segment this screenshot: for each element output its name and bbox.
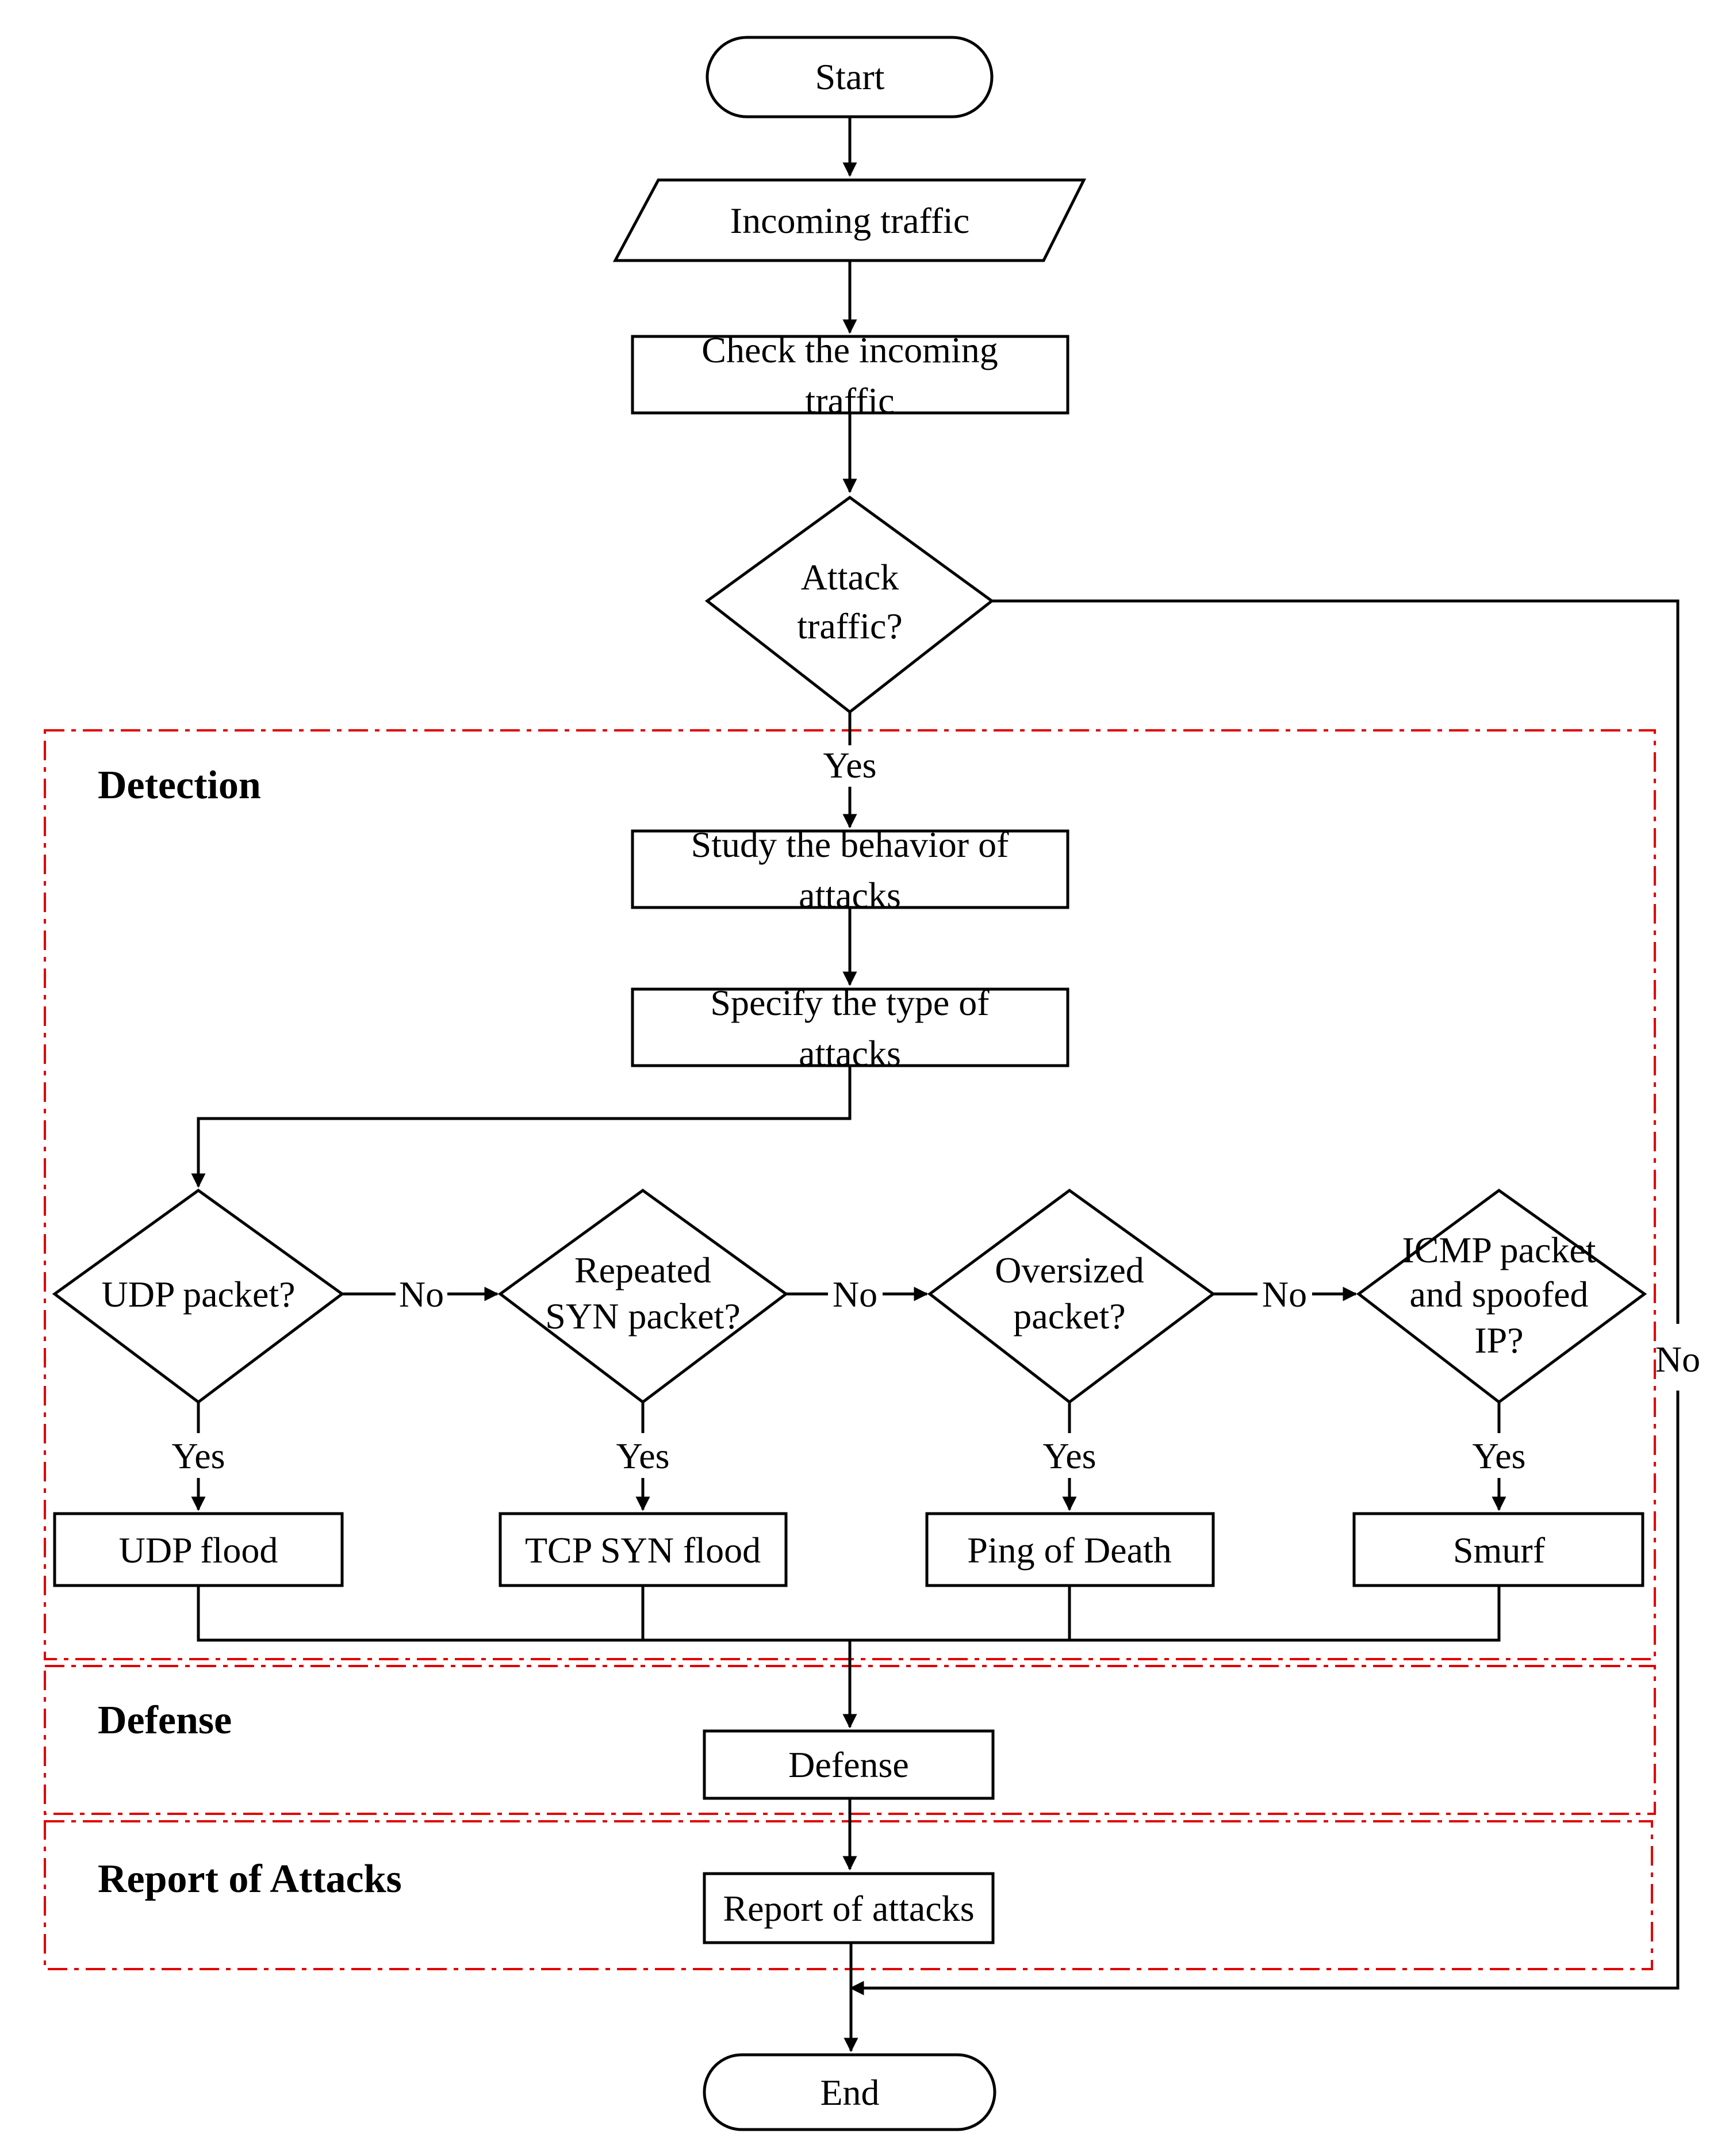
specify-type-label-2: attacks	[799, 1033, 901, 1074]
smurf-node	[1352, 1512, 1644, 1587]
oversized-packet-label-2: packet?	[1013, 1296, 1125, 1337]
syn-no-label: No	[833, 1274, 877, 1315]
report-label: Report of attacks	[723, 1888, 974, 1929]
attack-yes-label: Yes	[823, 745, 876, 786]
specify-type-node	[631, 987, 1069, 1067]
edge-specify-udp	[191, 1065, 852, 1188]
edges	[191, 117, 1680, 2052]
end-label: End	[820, 2072, 879, 2113]
oversized-packet-label-1: Oversized	[995, 1250, 1144, 1290]
syn-yes-label: Yes	[616, 1435, 669, 1476]
start-label: Start	[815, 56, 885, 97]
udp-packet-label: UDP packet?	[101, 1274, 295, 1315]
oversized-no-label: No	[1262, 1274, 1307, 1315]
udp-yes-label: Yes	[171, 1435, 225, 1476]
icmp-spoofed-label-3: IP?	[1474, 1320, 1523, 1361]
check-traffic-label-1: Check the incoming	[701, 330, 998, 370]
udp-no-label: No	[399, 1274, 444, 1315]
edge-attack-no	[992, 599, 1680, 1324]
check-traffic-label-2: traffic	[805, 380, 894, 421]
report-node	[703, 1872, 995, 1944]
syn-packet-decision	[497, 1188, 789, 1404]
report-region-title: Report of Attacks	[98, 1857, 402, 1901]
syn-packet-label-1: Repeated	[574, 1250, 711, 1290]
end-node	[703, 2053, 996, 2131]
specify-type-label-1: Specify the type of	[710, 982, 990, 1023]
incoming-traffic-label: Incoming traffic	[730, 200, 969, 241]
ping-of-death-label: Ping of Death	[967, 1530, 1172, 1571]
start-node	[706, 36, 994, 118]
detection-region-title: Detection	[98, 763, 261, 807]
icmp-yes-label: Yes	[1472, 1435, 1525, 1476]
tcp-syn-flood-node	[499, 1512, 788, 1587]
study-behavior-label-2: attacks	[799, 875, 901, 916]
ping-of-death-node	[925, 1512, 1215, 1587]
udp-flood-label: UDP flood	[119, 1530, 278, 1571]
defense-region-title: Defense	[98, 1698, 232, 1743]
incoming-traffic-node	[612, 178, 1087, 262]
tcp-syn-flood-label: TCP SYN flood	[525, 1530, 761, 1571]
attack-no-label: No	[1655, 1339, 1700, 1380]
study-behavior-label-1: Study the behavior of	[691, 824, 1009, 865]
oversized-yes-label: Yes	[1042, 1435, 1096, 1476]
edge-attack-no-return	[849, 1391, 1680, 1996]
check-traffic-node	[631, 335, 1069, 415]
smurf-label: Smurf	[1453, 1530, 1546, 1571]
attack-decision-label-1: Attack	[801, 557, 899, 598]
edge-merge-bus	[197, 1586, 1501, 1642]
attack-decision-node	[704, 495, 995, 714]
defense-node	[703, 1729, 995, 1800]
oversized-packet-decision	[927, 1188, 1216, 1404]
icmp-spoofed-label-1: ICMP packet	[1402, 1230, 1596, 1270]
udp-packet-decision	[52, 1188, 345, 1404]
udp-flood-node	[53, 1512, 344, 1587]
attack-decision-label-2: traffic?	[797, 606, 903, 646]
icmp-spoofed-label-2: and spoofed	[1409, 1274, 1588, 1315]
syn-packet-label-2: SYN packet?	[545, 1296, 740, 1337]
defense-label: Defense	[788, 1744, 909, 1785]
icmp-spoofed-decision	[1356, 1188, 1647, 1404]
study-behavior-node	[631, 829, 1069, 909]
